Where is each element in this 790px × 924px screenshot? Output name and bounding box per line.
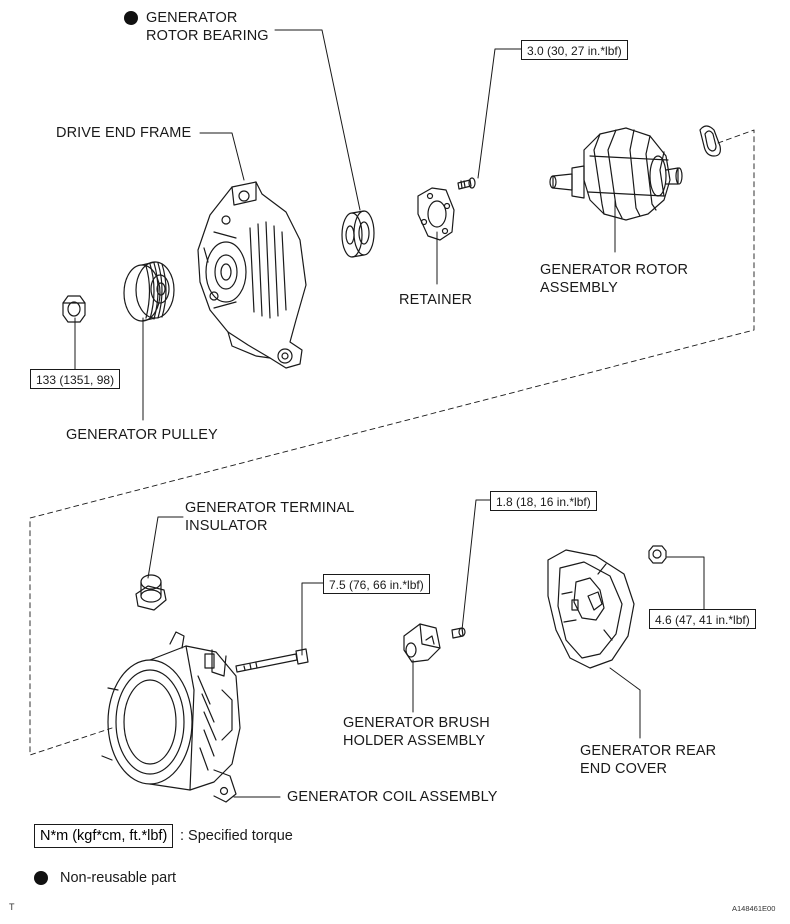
legend-non-reusable-text: Non-reusable part [60,870,177,886]
footer-left-mark: T [9,902,15,912]
rear-nut-torque: 4.6 (47, 41 in.*lbf) [649,609,756,629]
drive-end-frame-drawing [197,181,307,369]
legend-torque-unit-box: N*m (kgf*cm, ft.*lbf) [34,824,174,848]
brush-screw-torque: 1.8 (18, 16 in.*lbf) [490,491,597,511]
drive-end-frame-label: DRIVE END FRAME [56,125,192,141]
coil-assembly-label: GENERATOR COIL ASSEMBLY [287,789,498,805]
leader-lines-top [74,29,616,421]
through-bolt-drawing [235,648,309,673]
rotor-assembly-label: GENERATOR ROTOR ASSEMBLY [540,262,689,296]
legend-non-reusable-dot [34,871,48,885]
rotor-assembly-drawing [549,127,683,221]
rear-end-cover-drawing [547,549,635,669]
dashed-flow-lines [29,129,755,756]
retainer-drawing [417,187,455,241]
rear-end-cover-label: GENERATOR REAR END COVER [580,743,717,777]
rear-nut-drawing [648,545,667,564]
leader-lines-bottom [147,499,705,798]
pulley-nut [62,295,86,323]
figure-id: A148461E00 [732,904,776,913]
legend-torque-unit-text: : Specified torque [180,828,293,844]
bolt-torque: 7.5 (76, 66 in.*lbf) [323,574,430,594]
terminal-insulator-drawing [135,574,167,611]
terminal-insulator-label: GENERATOR TERMINAL INSULATOR [185,500,355,534]
pulley-nut-torque: 133 (1351, 98) [30,369,121,389]
pulley-label: GENERATOR PULLEY [66,427,218,443]
coil-assembly-drawing [101,631,241,803]
non-reusable-marker-bearing [124,11,138,25]
rotor-bearing-drawing [341,210,375,258]
retainer-screw-torque: 3.0 (30, 27 in.*lbf) [521,40,628,60]
retainer-label: RETAINER [399,292,473,308]
pulley-drawing [123,261,175,322]
retainer-screw-drawing [457,177,476,190]
brush-screw-drawing [451,627,466,639]
clip-drawing [699,125,721,157]
rotor-bearing-label: GENERATOR ROTOR BEARING [146,10,269,44]
brush-holder-drawing [403,623,441,663]
brush-holder-label: GENERATOR BRUSH HOLDER ASSEMBLY [343,715,490,749]
